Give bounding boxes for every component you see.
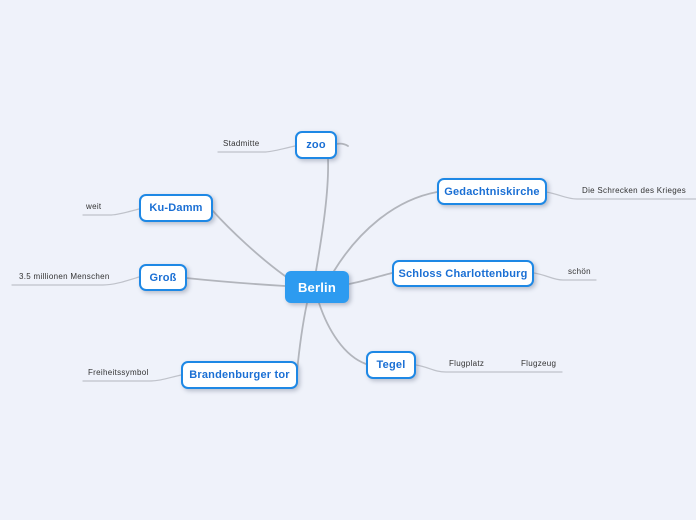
branch-berlin-brandenburger-tor [296,302,308,373]
branch-berlin-gross [185,277,286,287]
label-millionen[interactable]: 3.5 millionen Menschen [19,272,110,281]
connector-brandenburger-freiheitssymbol [82,374,182,382]
branch-berlin-ku-damm [211,209,286,277]
connector-gross-millionen [11,276,140,286]
label-weit[interactable]: weit [86,202,102,211]
connector-schloss-schoen [533,272,597,281]
node-gross[interactable]: Groß [139,264,187,291]
label-stadmitte[interactable]: Stadmitte [223,139,260,148]
connector-tegel-flugplatz-flugzeug [415,364,563,373]
label-flugzeug[interactable]: Flugzeug [521,359,557,368]
branch-zoo-stub [335,142,349,147]
connector-ku-damm-weit [82,208,140,216]
branch-berlin-schloss [348,272,393,285]
label-freiheitssymbol[interactable]: Freiheitssymbol [88,368,149,377]
branch-berlin-zoo [315,158,330,272]
node-zoo[interactable]: zoo [295,131,337,159]
label-flugplatz[interactable]: Flugplatz [449,359,485,368]
node-tegel[interactable]: Tegel [366,351,416,379]
branch-berlin-gedachtniskirche [333,191,438,272]
connector-zoo-stadmitte [217,145,296,153]
node-schloss-charlottenburg[interactable]: Schloss Charlottenburg [392,260,534,287]
label-schoen[interactable]: schön [568,267,591,276]
node-brandenburger-tor[interactable]: Brandenburger tor [181,361,298,389]
connector-gedachtniskirche-schrecken [545,191,696,200]
label-die-schrecken[interactable]: Die Schrecken des Krieges [582,186,686,195]
node-gedachtniskirche[interactable]: Gedachtniskirche [437,178,547,205]
node-ku-damm[interactable]: Ku-Damm [139,194,213,222]
branch-berlin-tegel [318,302,367,365]
node-berlin[interactable]: Berlin [285,271,349,303]
